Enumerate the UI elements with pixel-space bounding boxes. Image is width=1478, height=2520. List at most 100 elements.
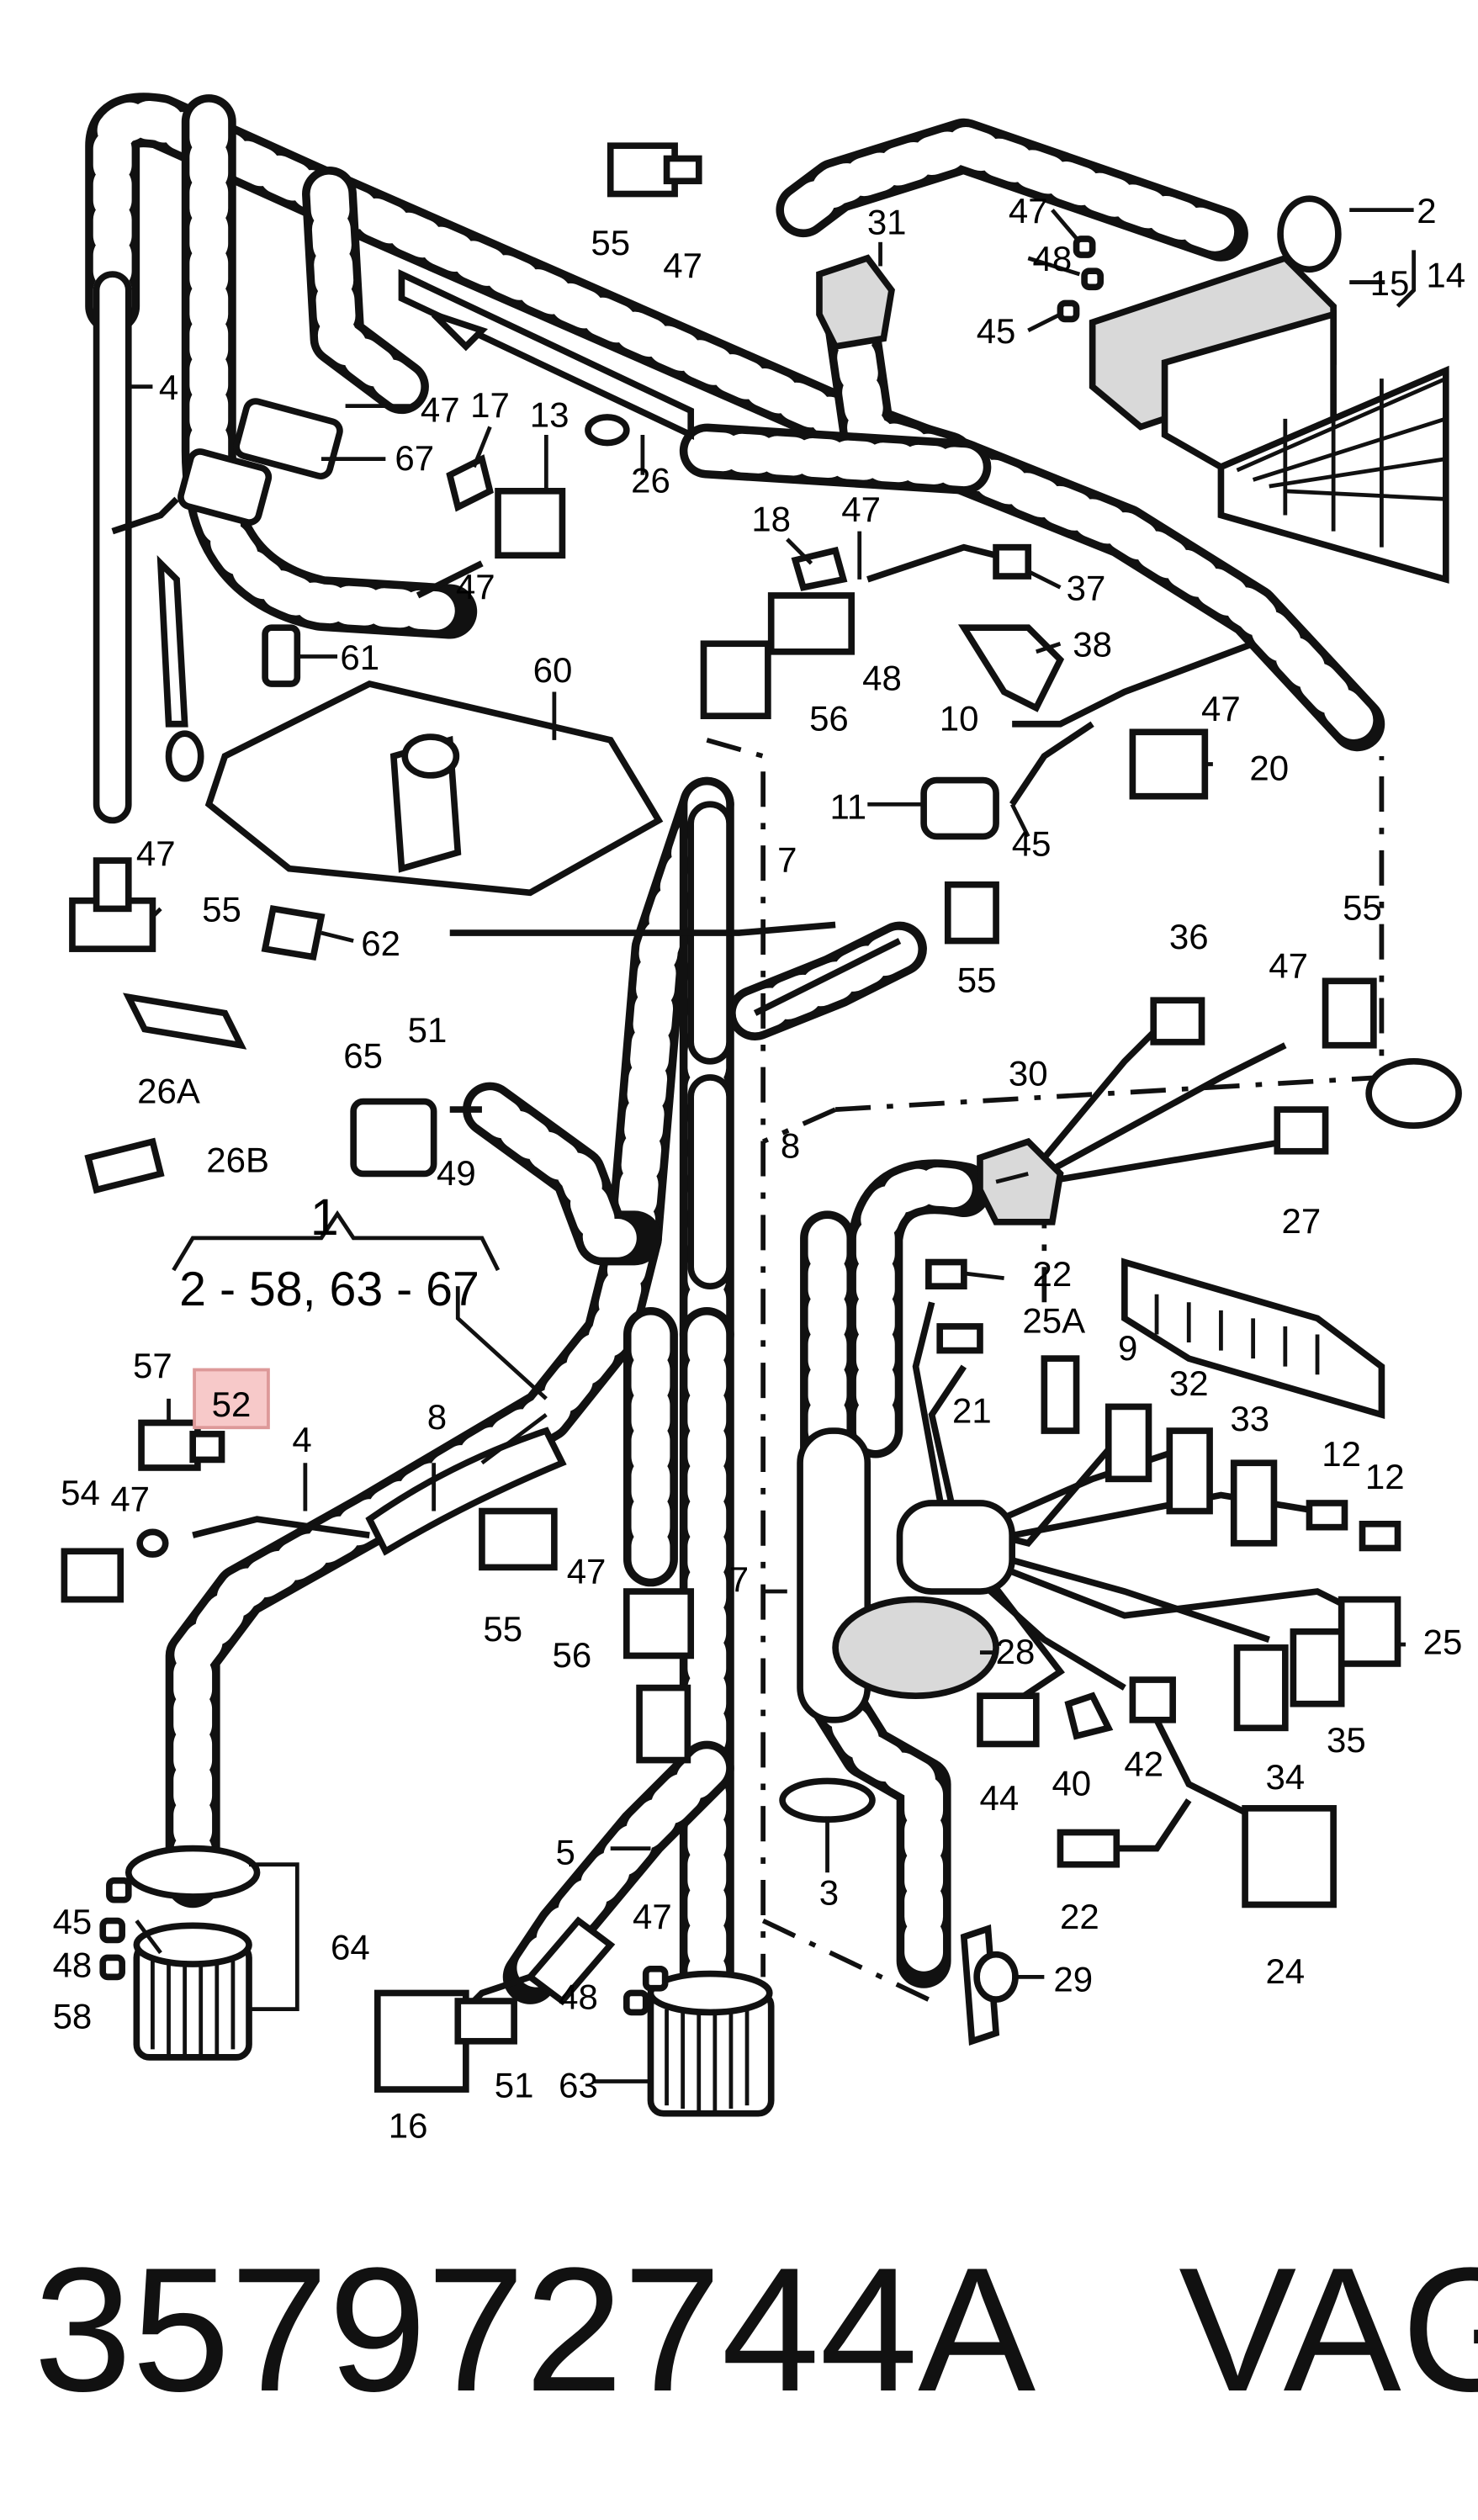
callout-label-78: 48: [559, 1977, 598, 2017]
callout-label-36: 47: [1269, 945, 1308, 985]
callout-label-40: 51: [408, 1010, 448, 1050]
callout-label-38: 26B: [206, 1141, 269, 1180]
callout-label-30: 55: [202, 890, 241, 929]
callout-label-50: 57: [133, 1346, 172, 1385]
leader-lines: [128, 208, 1416, 2083]
callout-label-77: 48: [53, 1945, 93, 1984]
callout-label-79: 58: [53, 1996, 93, 2036]
grommet-28: [832, 1596, 999, 1699]
wiring-harness-diagram: 5547314724814451544767171326184747375648…: [53, 93, 1466, 2145]
callout-label-12: 17: [470, 385, 510, 425]
callout-label-57: 54: [61, 1473, 100, 1512]
callout-label-54: 21: [952, 1391, 992, 1431]
brand-name: VAG: [1179, 2231, 1478, 2428]
callout-label-5: 48: [1033, 239, 1073, 278]
callout-label-53: 8: [427, 1397, 447, 1437]
callout-label-31: 55: [957, 961, 997, 1000]
callout-label-20: 48: [862, 659, 902, 698]
callout-label-24: 60: [533, 650, 573, 690]
callout-label-69: 34: [1265, 1757, 1305, 1797]
callout-label-33: 62: [361, 924, 400, 963]
callout-label-64: 28: [996, 1632, 1036, 1671]
callout-label-1: 47: [663, 246, 702, 285]
relay-box-24: [1242, 1805, 1337, 1909]
callout-label-22: 10: [940, 698, 979, 738]
callout-label-11: 67: [395, 438, 434, 478]
callout-label-14: 26: [631, 461, 670, 500]
callout-label-39: 65: [343, 1035, 383, 1075]
callout-label-45: 22: [1033, 1254, 1073, 1294]
callout-label-46: 25A: [1022, 1301, 1085, 1341]
callout-label-60: 47: [567, 1551, 607, 1591]
callout-label-25: 47: [1201, 689, 1241, 728]
callout-label-26: 20: [1249, 749, 1289, 788]
group-callout-number: 1: [310, 1189, 339, 1246]
group-callout-range: 2 - 58, 63 - 67: [179, 1263, 479, 1316]
callout-label-51: 52: [212, 1384, 252, 1424]
callout-label-76: 64: [331, 1927, 370, 1967]
callout-label-83: 63: [559, 2066, 598, 2105]
callout-label-15: 18: [751, 500, 791, 539]
callout-label-17: 47: [456, 567, 495, 606]
callout-label-13: 13: [530, 394, 569, 434]
callout-label-68: 35: [1327, 1720, 1366, 1760]
callout-label-43: 8: [781, 1125, 800, 1165]
callout-label-61: 7: [729, 1559, 749, 1599]
callout-label-49: 33: [1230, 1399, 1269, 1438]
callout-label-81: 16: [389, 2105, 428, 2145]
callout-label-56: 12: [1365, 1457, 1405, 1496]
callout-label-21: 38: [1073, 625, 1112, 664]
part-number: 357972744A: [34, 2231, 1036, 2428]
callout-label-16: 47: [841, 490, 881, 529]
callout-label-37: 26A: [137, 1071, 200, 1110]
callout-label-10: 47: [421, 390, 460, 430]
callout-label-65: 44: [980, 1778, 1020, 1818]
callout-label-55: 12: [1322, 1434, 1361, 1474]
callout-label-41: 49: [437, 1153, 476, 1193]
callout-label-28: 45: [1012, 823, 1052, 863]
callout-label-18: 37: [1067, 569, 1106, 608]
callout-label-72: 22: [1060, 1897, 1099, 1936]
callout-label-75: 47: [633, 1897, 672, 1936]
callout-label-66: 40: [1052, 1764, 1091, 1803]
callout-label-62: 25: [1423, 1623, 1463, 1662]
highlight-box-52: [193, 1368, 270, 1430]
callout-label-27: 11: [830, 786, 867, 826]
cable-tie: [1277, 195, 1342, 273]
callout-label-63: 56: [553, 1635, 592, 1675]
callout-label-4: 2: [1417, 191, 1436, 230]
corrugated-sleeves: [93, 271, 871, 2006]
callout-label-52: 4: [292, 1420, 311, 1459]
callout-label-2: 31: [867, 202, 907, 241]
callout-label-23: 61: [340, 638, 379, 677]
connector-16: [373, 1989, 469, 2093]
parts: [61, 142, 1462, 2117]
callout-label-80: 29: [1053, 1960, 1093, 1999]
footer: 357972744A VAG: [34, 2204, 1478, 2456]
callout-label-44: 27: [1282, 1201, 1322, 1241]
callout-label-32: 7: [777, 839, 797, 879]
callout-label-73: 24: [1265, 1951, 1305, 1991]
callout-label-0: 55: [591, 223, 630, 262]
callout-label-29: 47: [136, 834, 176, 873]
callout-label-3: 47: [1009, 191, 1048, 230]
callout-label-58: 47: [110, 1480, 150, 1519]
callout-label-71: 3: [819, 1872, 839, 1912]
callout-label-8: 15: [1370, 263, 1410, 303]
callout-label-48: 32: [1169, 1363, 1209, 1403]
callout-label-19: 56: [809, 698, 849, 738]
callout-label-9: 4: [159, 368, 178, 407]
grommet-31: [816, 254, 895, 351]
callout-label-47: 9: [1118, 1328, 1137, 1368]
callout-label-82: 51: [495, 2066, 534, 2105]
callout-label-6: 14: [1426, 255, 1465, 294]
callout-label-34: 55: [1343, 888, 1382, 928]
callout-label-42: 30: [1009, 1053, 1048, 1093]
callout-label-59: 55: [483, 1609, 522, 1649]
callout-label-35: 36: [1169, 917, 1209, 956]
callout-label-74: 45: [53, 1902, 93, 1941]
callout-label-70: 5: [556, 1833, 575, 1872]
callout-label-7: 45: [977, 311, 1016, 351]
callout-label-67: 42: [1124, 1744, 1163, 1784]
